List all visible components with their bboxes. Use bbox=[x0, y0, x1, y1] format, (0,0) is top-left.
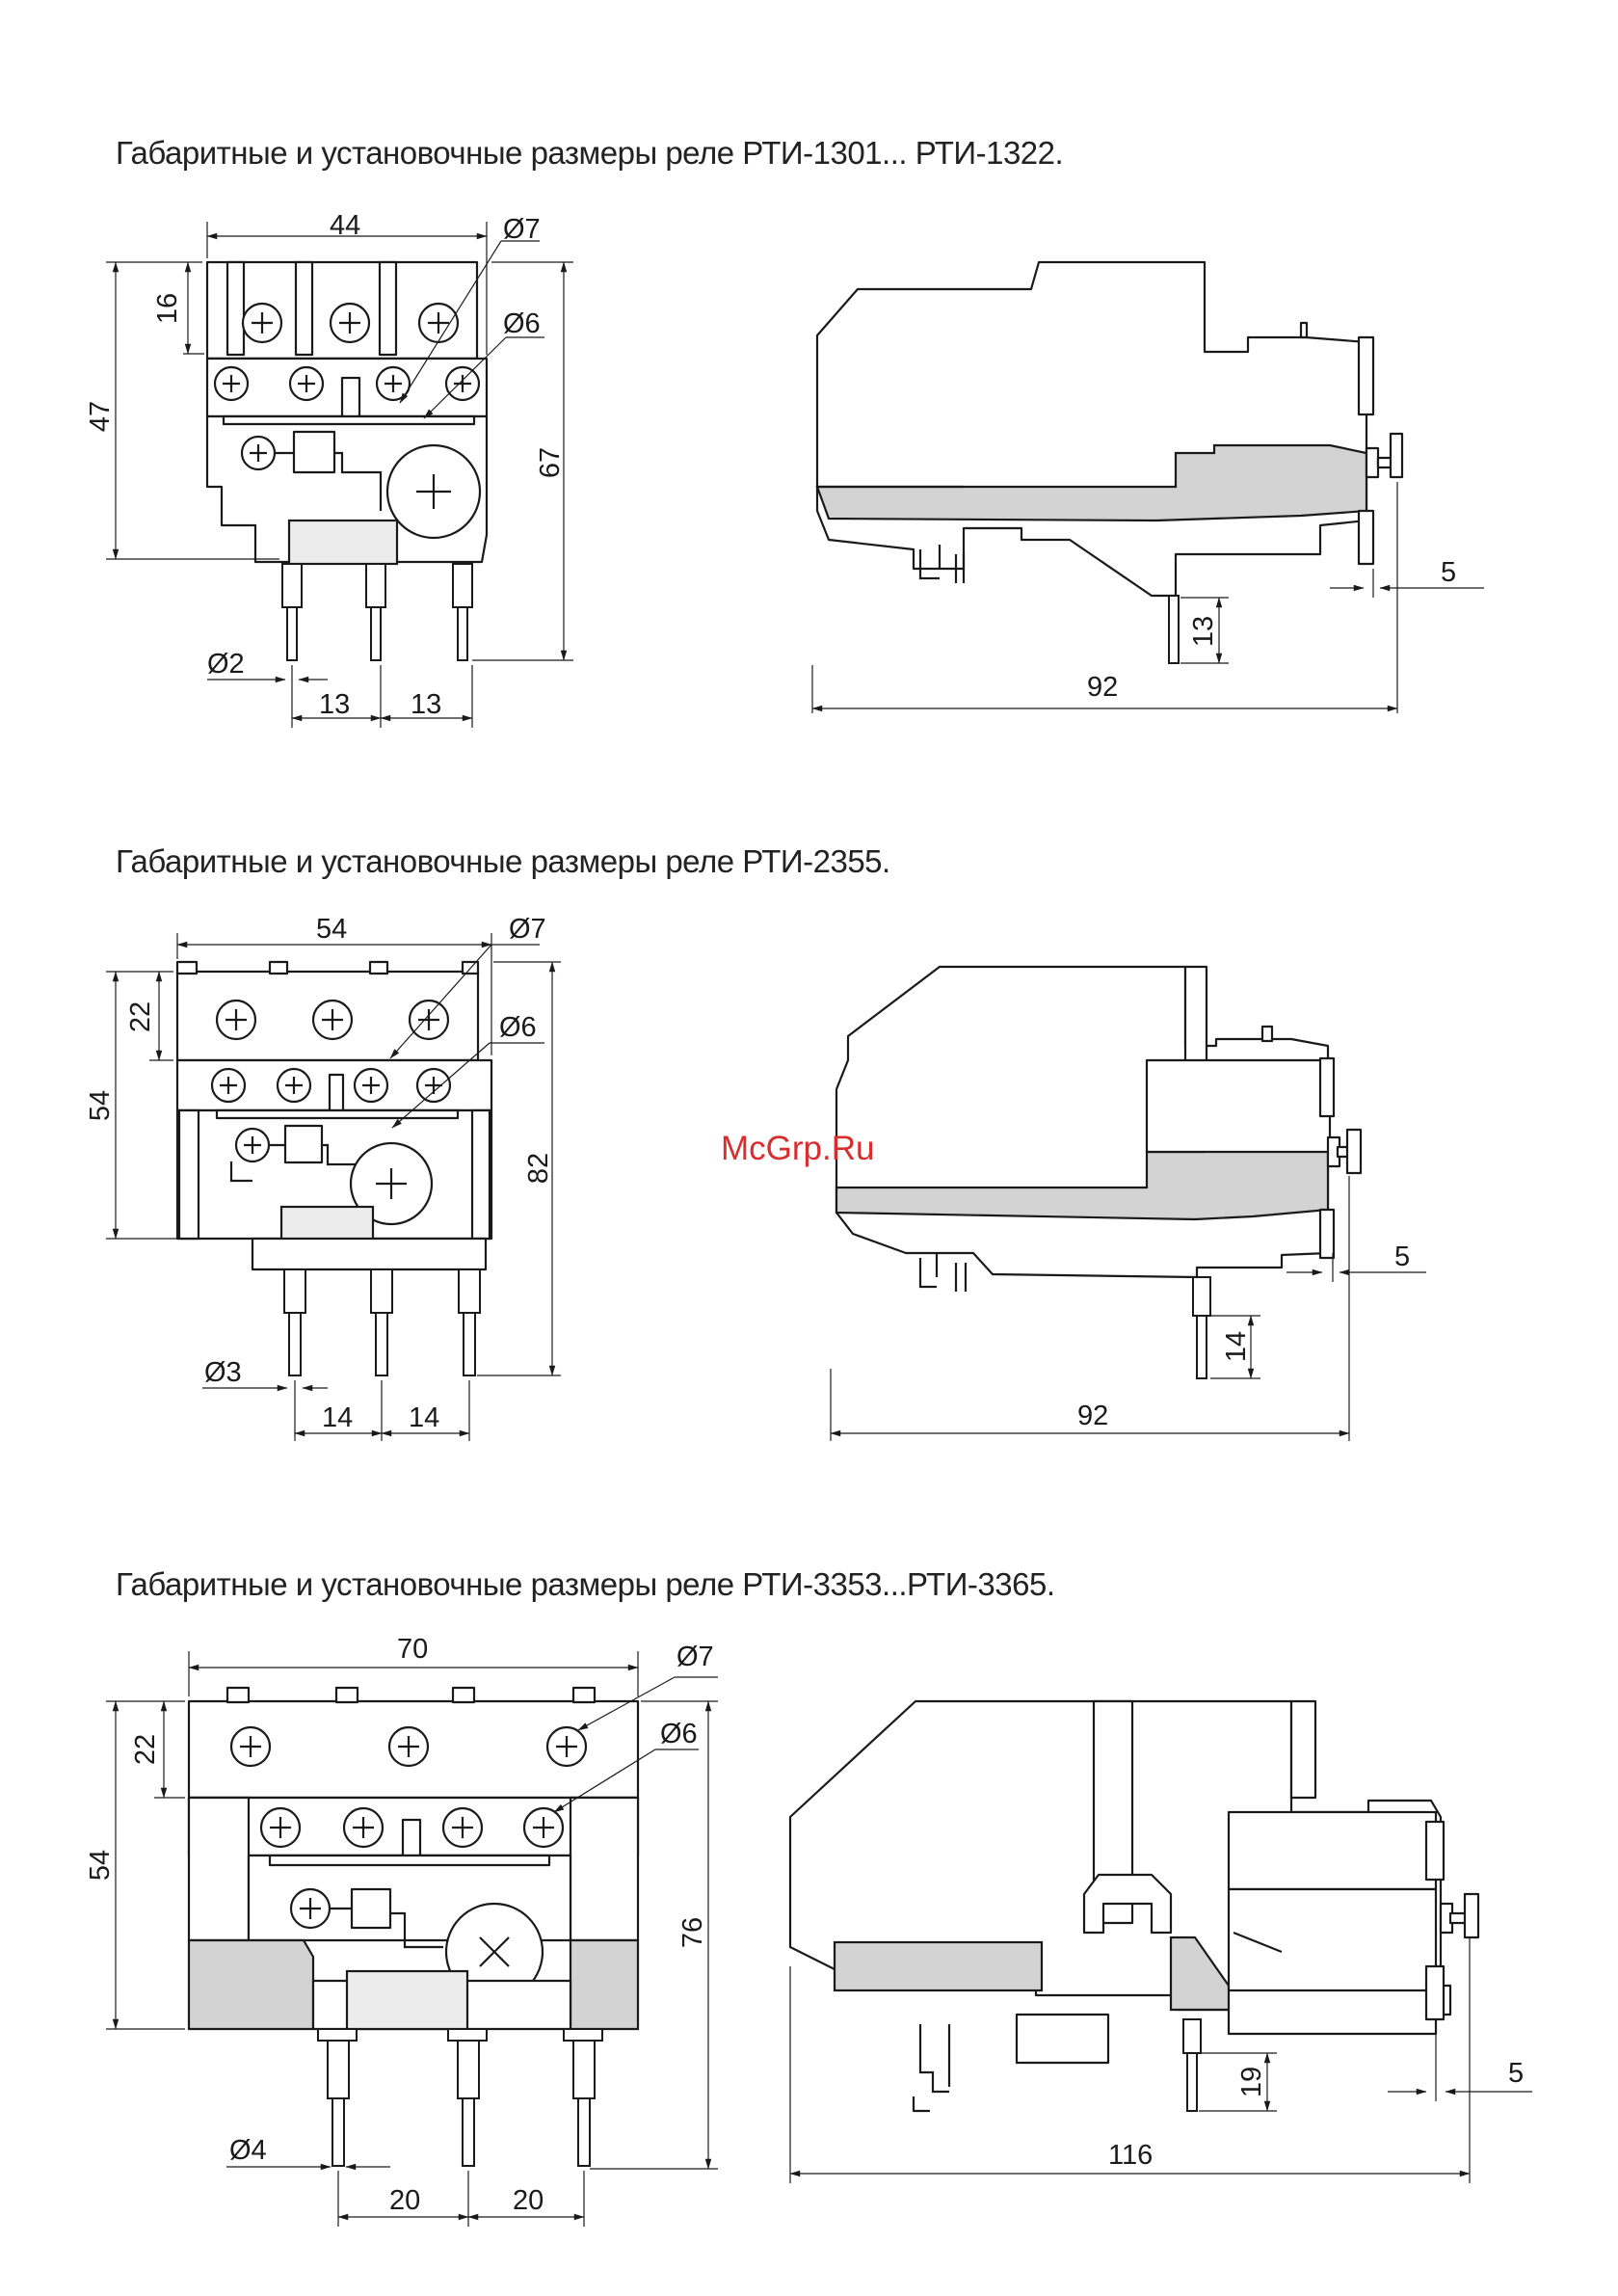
dim-pin-pitch-2b: 14 bbox=[409, 1402, 439, 1433]
dim-height-total-1: 67 bbox=[535, 447, 566, 478]
dim-pin-diameter-3: Ø4 bbox=[229, 2135, 267, 2166]
dim-length-1: 92 bbox=[1087, 672, 1118, 703]
dim-pin-length-1: 13 bbox=[1188, 616, 1219, 647]
dim-pin-length-3: 19 bbox=[1236, 2067, 1267, 2097]
front-view-3: 70 Ø7 Ø6 54 22 76 Ø4 20 20 bbox=[85, 1634, 718, 2227]
dim-pin-pitch-3b: 20 bbox=[513, 2185, 544, 2216]
dim-height-front-2: 54 bbox=[85, 1090, 116, 1121]
dim-offset-1: 5 bbox=[1441, 557, 1456, 588]
side-view-1: 92 5 13 bbox=[812, 262, 1484, 713]
dim-offset-3: 5 bbox=[1508, 2058, 1524, 2089]
dim-screw-large-2: Ø7 bbox=[509, 914, 546, 945]
dim-width-3: 70 bbox=[397, 1634, 428, 1665]
front-view-1: 44 Ø7 Ø6 47 16 67 Ø2 13 13 bbox=[85, 210, 573, 728]
dim-pin-pitch-3a: 20 bbox=[389, 2185, 420, 2216]
dim-screw-small-3: Ø6 bbox=[660, 1719, 698, 1749]
dim-screw-small-2: Ø6 bbox=[499, 1012, 537, 1043]
dim-offset-2: 5 bbox=[1394, 1241, 1410, 1272]
dim-height-upper-1: 16 bbox=[152, 293, 183, 324]
dim-screw-small-1: Ø6 bbox=[503, 308, 541, 339]
dim-width-2: 54 bbox=[316, 914, 347, 945]
dim-height-upper-2: 22 bbox=[125, 1001, 156, 1032]
watermark: McGrp.Ru bbox=[721, 1130, 874, 1168]
side-view-2: 92 5 14 bbox=[831, 967, 1426, 1441]
dim-length-2: 92 bbox=[1077, 1401, 1108, 1431]
dim-length-3: 116 bbox=[1108, 2140, 1153, 2171]
dim-height-total-2: 82 bbox=[523, 1153, 554, 1184]
dim-screw-large-3: Ø7 bbox=[676, 1642, 714, 1672]
dim-height-front-3: 54 bbox=[85, 1850, 116, 1881]
dim-pin-diameter-1: Ø2 bbox=[207, 649, 245, 680]
dim-height-front-1: 47 bbox=[85, 401, 116, 432]
dim-width-1: 44 bbox=[330, 210, 360, 241]
dim-pin-pitch-1b: 13 bbox=[411, 689, 441, 720]
dim-pin-length-2: 14 bbox=[1221, 1331, 1252, 1362]
dim-pin-pitch-1a: 13 bbox=[319, 689, 350, 720]
front-view-2: 54 Ø7 Ø6 54 22 82 Ø3 14 14 bbox=[85, 914, 561, 1441]
dim-pin-diameter-2: Ø3 bbox=[204, 1357, 242, 1388]
dim-screw-large-1: Ø7 bbox=[503, 214, 541, 245]
dim-height-upper-3: 22 bbox=[130, 1734, 161, 1765]
side-view-3: 116 5 19 bbox=[790, 1701, 1532, 2183]
dim-height-total-3: 76 bbox=[677, 1917, 708, 1948]
dim-pin-pitch-2a: 14 bbox=[322, 1402, 353, 1433]
